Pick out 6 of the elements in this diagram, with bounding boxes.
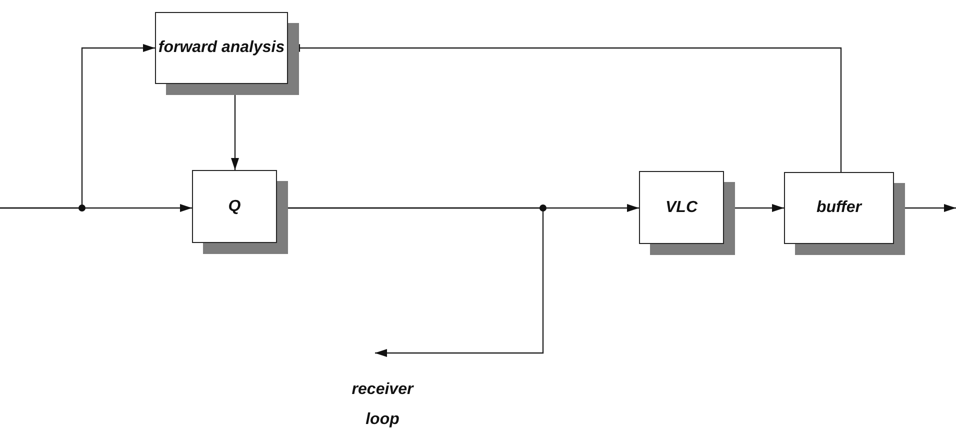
box-label: forward analysis	[158, 38, 285, 58]
arrow	[0, 204, 192, 212]
output-label: receiver loop	[350, 380, 415, 430]
box-label: buffer	[816, 198, 862, 218]
box-label: VLC	[666, 198, 698, 218]
box-label: Q	[228, 196, 241, 217]
